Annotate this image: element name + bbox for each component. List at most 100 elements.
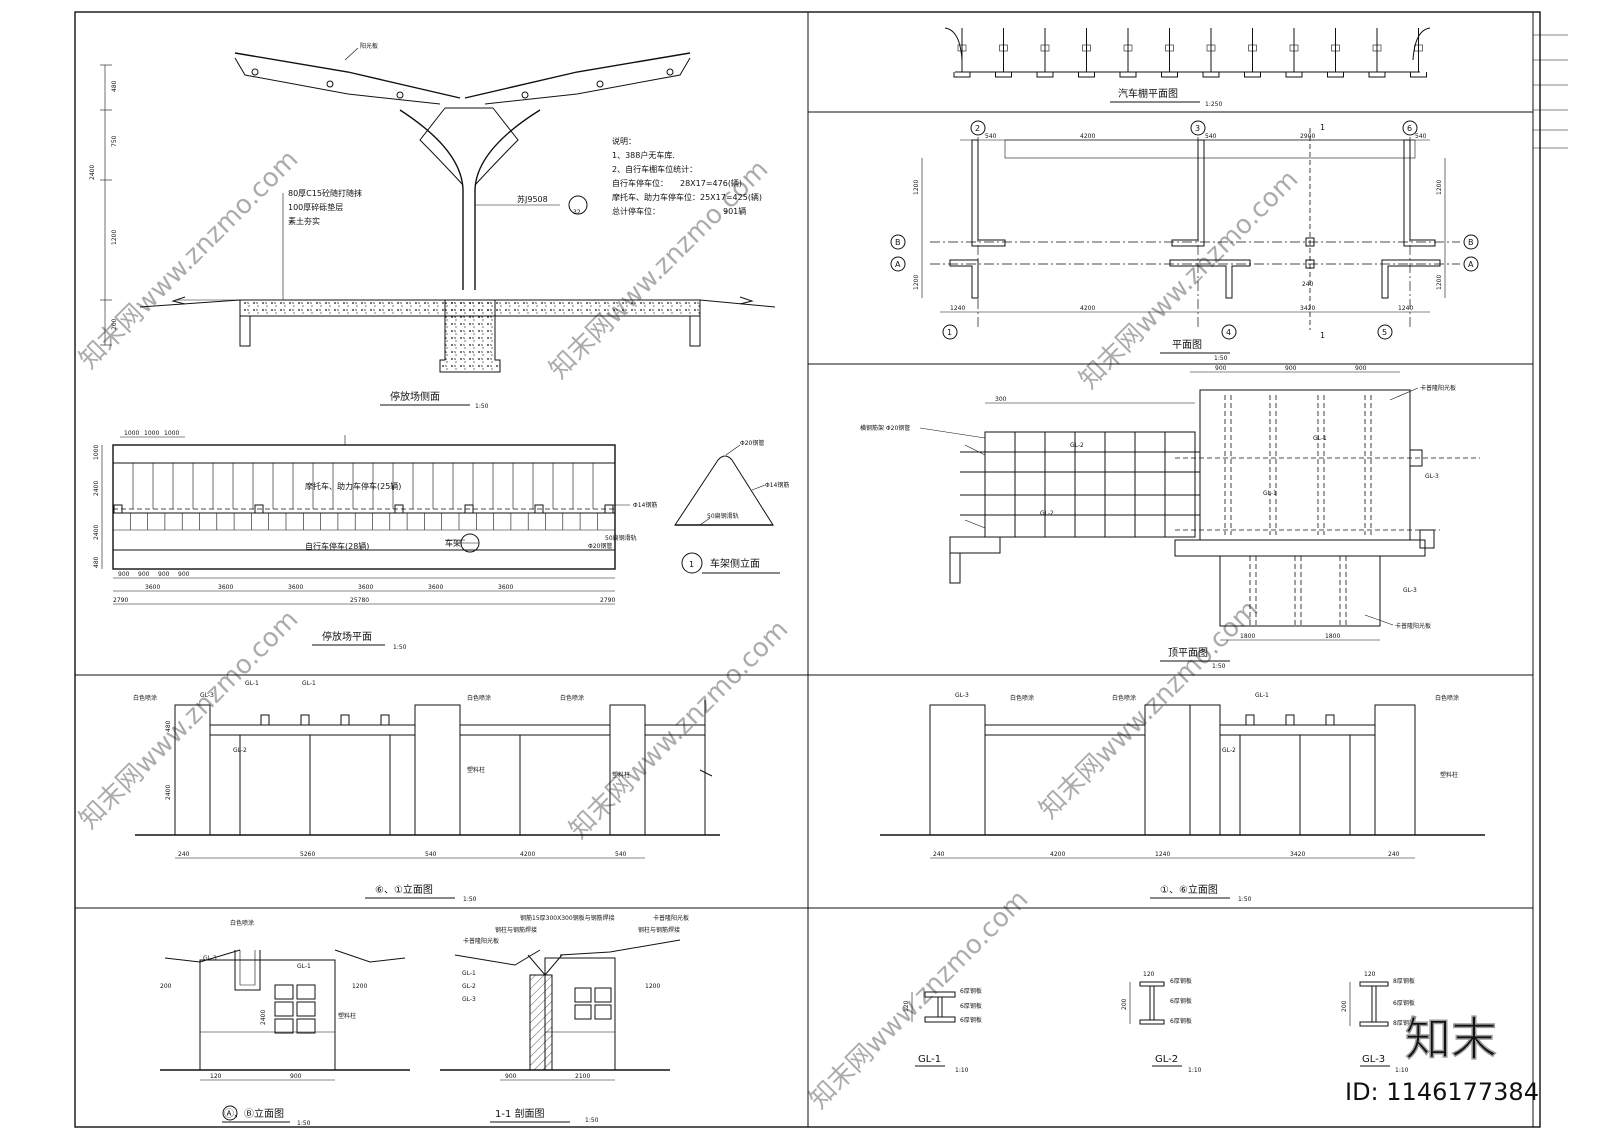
label-gl1-ab: GL-1 <box>297 963 311 970</box>
label-steel-frame: 横钢筋架 Φ20钢管 <box>860 424 910 432</box>
elevation-window <box>274 1018 294 1034</box>
elevation-bracket <box>260 714 270 726</box>
dim-600: 300 <box>995 396 1007 403</box>
elevation-bracket <box>1245 714 1255 726</box>
shed-plan-bracket <box>1082 44 1091 52</box>
shed-plan-footing <box>1410 72 1427 78</box>
title-side-section: 停放场侧面 <box>390 390 440 403</box>
label-gl3-b: GL-3 <box>1403 587 1417 594</box>
dim-gl3-h: 200 <box>1341 1000 1348 1012</box>
label-floor-1: 80厚C15砼随打随抹 <box>288 188 362 198</box>
dim-1200-ab: 1200 <box>352 983 367 990</box>
elevation-bracket <box>300 714 310 726</box>
dim-2790-left: 2790 <box>113 597 128 604</box>
section-1-1-drawing: 钢筋15厚300X300钢板与钢筋焊接 钢柱与钢筋焊接 卡普隆阳光板 卡普隆阳光… <box>440 914 689 1124</box>
elevation-bracket <box>340 714 350 726</box>
watermark-text-6: 知末网www.znzmo.com <box>1034 594 1265 825</box>
scale-gl3: 1:10 <box>1395 1067 1409 1074</box>
dim-3420-bottom: 3420 <box>1300 305 1315 312</box>
section-window <box>574 1004 592 1020</box>
elevation-bracket <box>1285 714 1295 726</box>
title-stand-elevation: 车架侧立面 <box>710 557 760 570</box>
axis-A-right: A <box>1468 260 1474 269</box>
section-window <box>594 1004 612 1020</box>
dim-240-elev16-b: 240 <box>1388 851 1400 858</box>
label-gl2-elev16: GL-2 <box>1222 747 1236 754</box>
dim-1900-ab: 900 <box>290 1073 302 1080</box>
dim-2400-ab: 2400 <box>260 1010 267 1025</box>
parking-plan-drawing: 摩托车、助力车停车(25辆) 自行车停车(28辆) 车架 Φ14钢筋 Φ20钢管… <box>93 430 657 651</box>
axis-3: 3 <box>1195 124 1200 133</box>
scale-floor-plan: 1:50 <box>1214 355 1228 362</box>
label-pipe20: Φ20钢管 <box>588 542 612 550</box>
label-flat50b: 50扁钢滑轨 <box>707 512 739 520</box>
title-gl3: GL-3 <box>1362 1054 1385 1065</box>
dim-1240-elev16: 1240 <box>1155 851 1170 858</box>
shed-plan-bracket <box>957 44 967 52</box>
dim-1200-left-a: 1200 <box>913 180 920 195</box>
scale-side-section: 1:50 <box>475 403 489 410</box>
dim-2900-top: 2900 <box>1300 133 1315 140</box>
scale-gl1: 1:10 <box>955 1067 969 1074</box>
dim-2400: 2400 <box>89 165 96 180</box>
axis-5: 5 <box>1382 328 1387 337</box>
label-stand: 车架 <box>445 538 461 548</box>
gl3-plate-b: 6厚钢板 <box>1393 999 1415 1007</box>
watermark-text-7: 知末网www.znzmo.com <box>804 884 1035 1115</box>
title-elev-a-b: Ⓐ、Ⓑ立面图 <box>224 1107 284 1120</box>
dim-3600e: 3600 <box>428 584 443 591</box>
dim-480: 480 <box>111 80 118 92</box>
label-gl2-a: GL-2 <box>1070 442 1084 449</box>
shed-plan-footing <box>1119 72 1137 78</box>
label-col-connect: 钢柱与钢筋焊接 <box>495 926 537 934</box>
title-elev-6-1: ⑥、①立面图 <box>375 883 433 896</box>
shed-plan-bracket <box>1165 44 1174 52</box>
dim-480-elev61: 480 <box>165 720 172 732</box>
section-window <box>574 987 592 1003</box>
title-floor-plan: 平面图 <box>1172 339 1202 351</box>
shed-plan-bracket <box>1289 44 1299 52</box>
dim-3600f: 3600 <box>498 584 513 591</box>
label-gl1-b: GL-1 <box>1263 490 1277 497</box>
label-flat50: 50扁钢滑轨 <box>605 534 637 542</box>
label-sun-panel-sec-b: 卡普隆阳光板 <box>653 914 689 922</box>
scale-elev-1-6: 1:50 <box>1238 896 1252 903</box>
watermark-text-3: 知末网www.znzmo.com <box>1074 164 1305 395</box>
label-white-paint-b: 白色喷涂 <box>467 694 491 702</box>
shed-plan-bracket <box>1372 44 1382 52</box>
elevation-window <box>296 984 316 1000</box>
gl3-plate-a: 8厚钢板 <box>1393 977 1415 985</box>
scale-elev-a-b: 1:50 <box>297 1120 311 1127</box>
shed-plan-bracket <box>1206 44 1216 52</box>
label-gl1-elev61-a: GL-1 <box>245 680 259 687</box>
dim-900-sec: 900 <box>505 1073 517 1080</box>
gl2-plate-a: 6厚钢板 <box>1170 977 1192 985</box>
gl1-plate-b: 6厚钢板 <box>960 1002 982 1010</box>
note-5-value: 901辆 <box>723 206 746 216</box>
dim-900-roof-b: 900 <box>1285 365 1297 372</box>
elevation-a-b-drawing: 白色喷涂 GL-3 GL-1 塑料柱 120 900 200 1200 2400… <box>160 919 410 1127</box>
dim-240-center: 240 <box>1302 281 1314 288</box>
title-roof-plan: 顶平面图 <box>1168 647 1208 659</box>
shed-plan-footing <box>1036 72 1054 78</box>
label-floor-3: 素土夯实 <box>288 216 320 226</box>
stand-title-num: 1 <box>689 560 694 569</box>
scale-section-1-1: 1:50 <box>585 1117 599 1124</box>
note-3: 自行车停车位： <box>612 178 668 188</box>
label-bar14: Φ14钢筋 <box>633 501 657 509</box>
dim-540-top-c: 540 <box>1415 133 1427 140</box>
shed-plan-bracket <box>1123 44 1133 52</box>
label-gl2-sec: GL-2 <box>462 983 476 990</box>
dim-gl2-h: 200 <box>1121 998 1128 1010</box>
dim-1000-left: 1000 <box>93 445 100 460</box>
label-gl1-sec: GL-1 <box>462 970 476 977</box>
label-bar14b: Φ14钢筋 <box>765 481 789 489</box>
elevation-window <box>274 984 294 1000</box>
shed-plan-bracket <box>1331 44 1340 52</box>
dim-900a: 900 <box>118 571 130 578</box>
gl1-plate-a: 6厚钢板 <box>960 987 982 995</box>
elevation-window <box>274 1001 294 1017</box>
watermark-logo: 知末 <box>1405 1012 1497 1066</box>
dim-2790-right: 2790 <box>600 597 615 604</box>
